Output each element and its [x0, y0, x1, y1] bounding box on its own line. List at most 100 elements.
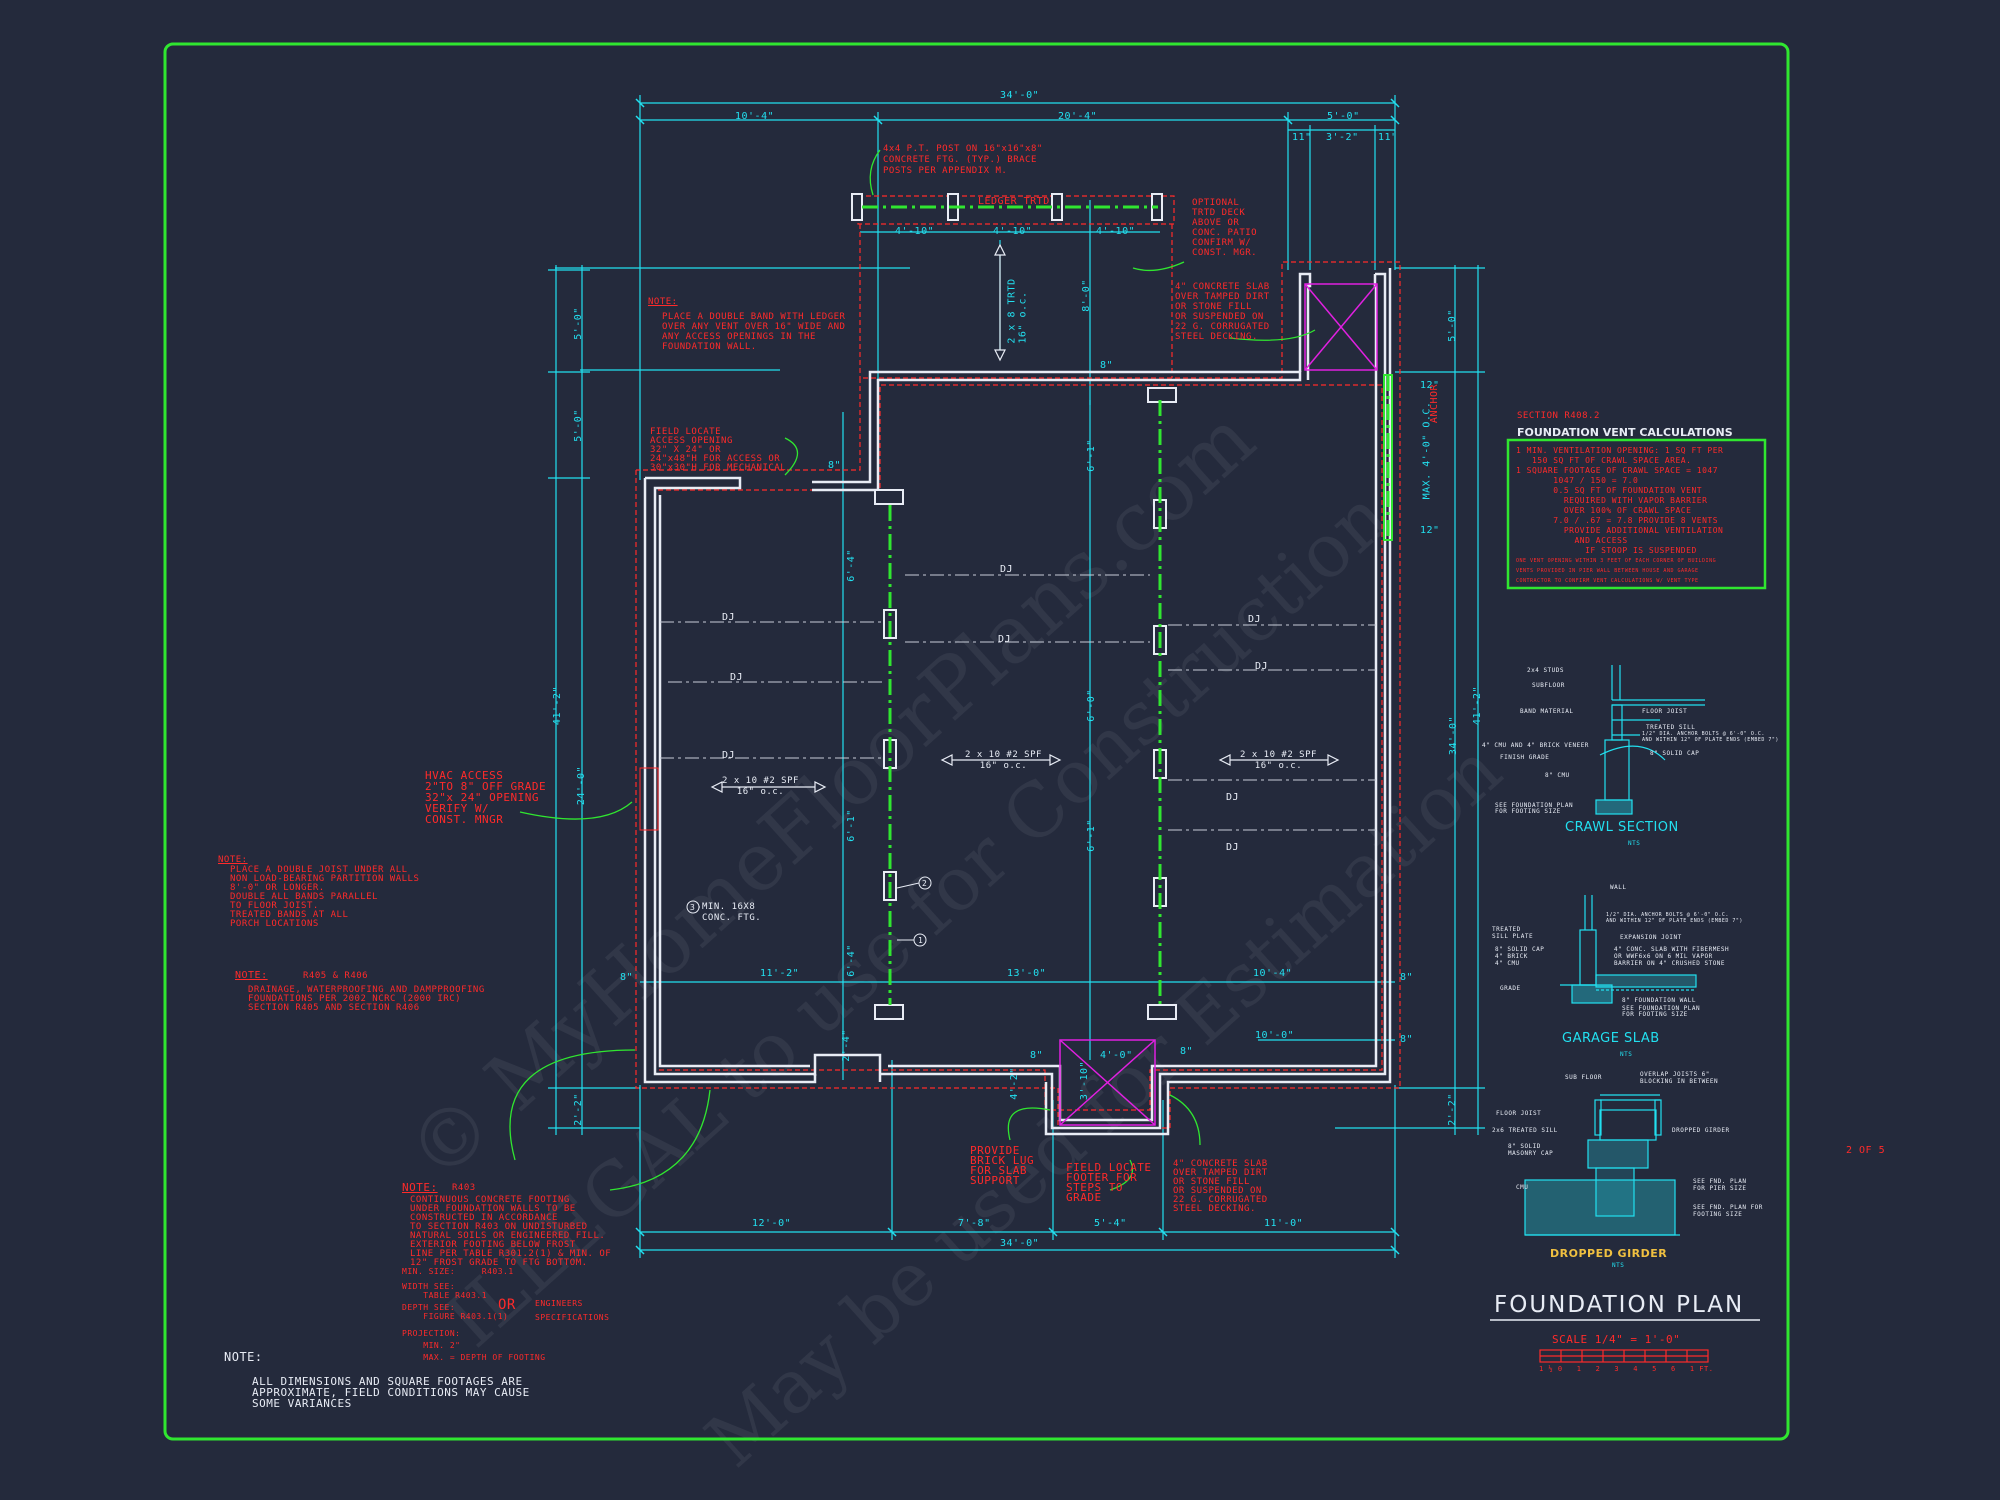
dim-left-4: 24'-0": [576, 765, 588, 806]
vent-calc-title: FOUNDATION VENT CALCULATIONS: [1517, 426, 1733, 439]
leader-arrows: [509, 149, 1316, 1191]
dimension-lines: [548, 95, 1485, 1258]
joist-note: PLACE A DOUBLE JOIST UNDER ALL NON LOAD-…: [230, 865, 420, 929]
dim-bot-overall: 34'-0": [1000, 1238, 1040, 1249]
girder-label-2: OVERLAP JOISTS 6" BLOCKING IN BETWEEN: [1640, 1071, 1719, 1085]
crawl-section-detail: [1595, 665, 1705, 815]
scale-ticks: 1 ½ 0 1 2 3 4 5 6 1 FT.: [1539, 1365, 1714, 1373]
garage-label-1: WALL: [1610, 884, 1627, 891]
foundation-walls: [643, 268, 1392, 1136]
dim-pier-1: 6'-1": [1085, 439, 1097, 472]
ledger-label: LEDGER TRTD: [978, 196, 1050, 207]
dim-inner-3: 10'-4": [1253, 968, 1293, 979]
hvac-access-box: [639, 767, 659, 831]
plan-title: FOUNDATION PLAN: [1494, 1292, 1745, 1318]
joist-right-label: 2 x 10 #2 SPF 16" o.c.: [1240, 750, 1317, 771]
dim-pier-2: 6'-4": [845, 549, 857, 582]
dim-top-overall: 34'-0": [1000, 90, 1040, 101]
vent-calc-section: SECTION R408.2: [1517, 411, 1600, 421]
girder-label-9: SEE FND. PLAN FOR FOOTING SIZE: [1693, 1204, 1763, 1218]
double-joist-lines: [660, 574, 1376, 831]
girder-nts: NTS: [1612, 1262, 1625, 1269]
dim-porch-3: 4'-10": [1096, 226, 1136, 237]
garage-label-7: GRADE: [1500, 985, 1521, 992]
crawl-label-6: 1/2" DIA. ANCHOR BOLTS @ 6'-0" O.C. AND …: [1642, 731, 1779, 743]
garage-label-4: EXPANSION JOINT: [1620, 934, 1682, 941]
vent-calc-foot: ONE VENT OPENING WITHIN 3 FEET OF EACH C…: [1516, 558, 1717, 584]
dim-top-r2: 3'-2": [1326, 132, 1359, 143]
dj-label-2: DJ: [730, 672, 744, 683]
dj-label-8: DJ: [1226, 792, 1240, 803]
girder-label-6: 8" SOLID MASONRY CAP: [1508, 1143, 1554, 1157]
width-note: WIDTH SEE: TABLE R403.1: [402, 1282, 488, 1300]
or-note: OR: [498, 1297, 516, 1313]
crawl-title: CRAWL SECTION: [1565, 820, 1679, 835]
crawl-label-10: 8" CMU: [1545, 772, 1570, 779]
tag-3: 3: [690, 903, 696, 912]
dim-eight-3: 8": [1400, 1034, 1414, 1045]
drain-note: DRAINAGE, WATERPROOFING AND DAMPPROOFING…: [248, 985, 485, 1013]
crawl-label-1: 2x4 STUDS: [1527, 667, 1565, 674]
dj-label-7: DJ: [1255, 661, 1269, 672]
garage-title: GARAGE SLAB: [1562, 1031, 1660, 1046]
dim-twelve-2: 12": [1420, 525, 1440, 536]
post-note: 4x4 P.T. POST ON 16"x16"x8" CONCRETE FTG…: [883, 144, 1043, 176]
garage-label-3: TREATED SILL PLATE: [1492, 926, 1534, 940]
dim-stoop-w: 4'-0": [1100, 1050, 1133, 1061]
dim-eight-2: 8": [1400, 972, 1414, 983]
dim-inner-1: 11'-2": [760, 968, 800, 979]
general-note-label: NOTE:: [224, 1350, 263, 1364]
vent-wall: [1383, 374, 1393, 541]
girder-label-4: 2x6 TREATED SILL: [1492, 1127, 1558, 1134]
dim-pier-3: 6'-0": [1085, 689, 1097, 722]
dim-inner-4: 10'-0": [1255, 1030, 1295, 1041]
dim-two-four: 2'-4": [840, 1029, 852, 1062]
garage-slab-detail: [1560, 895, 1697, 1004]
dim-top-mid: 20'-4": [1058, 111, 1098, 122]
dim-bot-2: 7'-8": [958, 1218, 991, 1229]
callout-tags: [686, 876, 932, 947]
dim-left-3: 41'-2": [552, 685, 564, 726]
girder-label-1: SUB FLOOR: [1565, 1074, 1603, 1081]
dim-top-right: 5'-0": [1327, 111, 1360, 122]
joist-note-label: NOTE:: [218, 855, 248, 865]
dim-bot-1: 12'-0": [752, 1218, 792, 1229]
stoop-footer-note: FIELD LOCATE FOOTER FOR STEPS TO GRADE: [1066, 1161, 1152, 1204]
dj-label-6: DJ: [1248, 614, 1262, 625]
girder-title: DROPPED GIRDER: [1550, 1247, 1668, 1260]
girders: [862, 205, 1390, 1005]
dimension-ticks: [635, 98, 1400, 1255]
dim-vert-8: 8'-0": [1080, 279, 1092, 312]
dim-bot-4: 11'-0": [1264, 1218, 1304, 1229]
tag-1: 1: [918, 936, 924, 945]
dim-porch-2: 4'-10": [993, 226, 1033, 237]
footing-note-label: NOTE:: [402, 1181, 438, 1194]
dim-bot-3: 5'-4": [1094, 1218, 1127, 1229]
vent-calc-body: 1 MIN. VENTILATION OPENING: 1 SQ FT PER …: [1516, 446, 1724, 555]
crawl-label-3: BAND MATERIAL: [1520, 708, 1574, 715]
dim-right-4: 2'-2": [1446, 1093, 1458, 1126]
field-access-note: FIELD LOCATE ACCESS OPENING 32" X 24" OR…: [650, 427, 787, 473]
dj-label-1: DJ: [722, 612, 736, 623]
garage-label-6: 4" CONC. SLAB WITH FIBERMESH OR WWF6x6 O…: [1614, 946, 1730, 967]
general-note: ALL DIMENSIONS AND SQUARE FOOTAGES ARE A…: [252, 1375, 530, 1410]
dropped-girder-detail: [1524, 1094, 1680, 1236]
dim-eight-4: 8": [1030, 1050, 1044, 1061]
dim-right-2: 41'-2": [1472, 685, 1484, 726]
garage-label-9: SEE FOUNDATION PLAN FOR FOOTING SIZE: [1622, 1005, 1701, 1018]
dj-label-3: DJ: [722, 750, 736, 761]
drain-note-ref: R405 & R406: [303, 971, 369, 981]
engineers-note: ENGINEERS SPECIFICATIONS: [535, 1299, 610, 1322]
footing-size-label: MIN. 16X8 CONC. FTG.: [702, 902, 762, 923]
garage-nts: NTS: [1620, 1051, 1633, 1058]
girder-label-7: CMU: [1516, 1184, 1529, 1191]
vent-calc-box: [1506, 438, 1767, 590]
dim-right-1: 5'-0": [1446, 309, 1458, 342]
depth-note: DEPTH SEE: FIGURE R403.1(1): [402, 1303, 509, 1321]
dim-twelve-1: 12": [1420, 380, 1440, 391]
crawl-label-2: SUBFLOOR: [1532, 682, 1565, 689]
projection-note: PROJECTION: MIN. 2" MAX. = DEPTH OF FOOT…: [402, 1329, 546, 1362]
dim-left-5: 2'-2": [572, 1093, 584, 1126]
girder-label-8: SEE FND. PLAN FOR PIER SIZE: [1693, 1178, 1747, 1192]
